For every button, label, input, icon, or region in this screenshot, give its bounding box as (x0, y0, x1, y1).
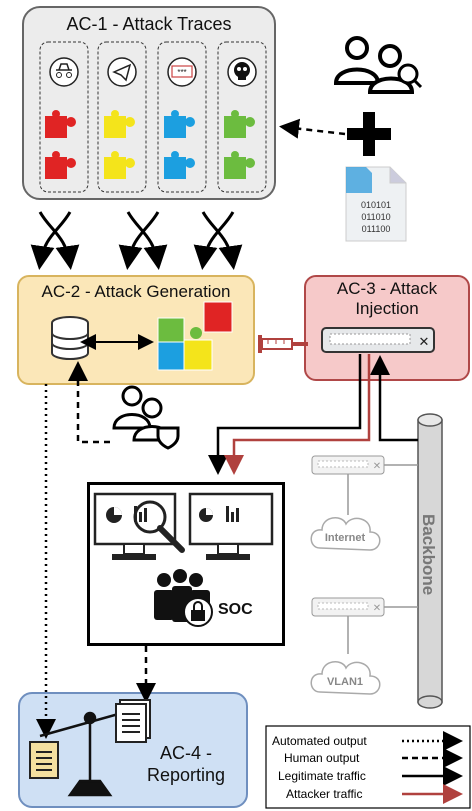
binary-line-2: 011010 (361, 212, 390, 222)
puzzle-blue-2-icon (164, 151, 195, 179)
legend-legitimate-label: Legitimate traffic (278, 769, 366, 783)
analyst-group-icon (112, 385, 180, 450)
ac4-title: AC-4 - Reporting (146, 743, 226, 785)
attacker-group-icon (333, 36, 423, 94)
balance-scale-icon (39, 706, 141, 797)
human-arrow-to-ac2 (68, 361, 110, 444)
internet-switch-icon: ✕ (311, 455, 385, 475)
legend-human-label: Human output (284, 751, 360, 765)
internet-cloud-icon: Internet (310, 517, 381, 551)
puzzle-green-1-icon (224, 110, 255, 138)
attacker-traffic-to-soc (224, 354, 371, 475)
ac3-title: AC-3 - Attack Injection (336, 279, 438, 318)
ac1-column-telegram (97, 41, 147, 193)
puzzle-blue-1-icon (164, 110, 195, 138)
backbone-label: Backbone (419, 514, 438, 595)
document-left-icon (29, 741, 59, 779)
binary-line-3: 011100 (362, 224, 391, 234)
legend-automated-label: Automated output (272, 734, 367, 748)
svg-text:✕: ✕ (373, 461, 381, 472)
lock-icon (183, 597, 213, 627)
human-arrow-to-ac1 (279, 118, 346, 139)
syringe-icon (258, 335, 308, 353)
ac2-title: AC-2 - Attack Generation (41, 282, 231, 301)
soc-label: SOC (218, 601, 253, 618)
svg-text:✕: ✕ (373, 603, 381, 614)
document-right-icon (115, 699, 151, 743)
binary-file-icon: 010101 011010 011100 (345, 166, 407, 242)
crossing-arrows (30, 211, 243, 270)
backbone-pipe: Backbone (417, 413, 443, 709)
ac1-column-password: *** (157, 41, 207, 193)
legit-traffic-backbone-to-switch (370, 355, 418, 442)
magnifier-icon (133, 500, 185, 553)
puzzle-yellow-1-icon (104, 110, 135, 138)
database-icon (51, 316, 89, 360)
puzzle-red-1-icon (45, 110, 76, 138)
ac1-column-skull (217, 41, 267, 193)
password-icon-text: *** (177, 68, 186, 77)
binary-line-1: 010101 (361, 200, 391, 210)
vlan-cloud-icon: VLAN1 (310, 661, 381, 695)
puzzle-red-2-icon (45, 151, 76, 179)
puzzle-assembly-icon (157, 301, 233, 371)
plus-icon (347, 112, 391, 156)
soc-monitor-left-icon (93, 492, 177, 560)
puzzle-green-2-icon (224, 151, 255, 179)
vlan-label: VLAN1 (327, 676, 363, 688)
puzzle-yellow-2-icon (104, 151, 135, 179)
legend-attacker-label: Attacker traffic (286, 787, 362, 801)
svg-text:✕: ✕ (419, 334, 430, 349)
ac3-switch-icon: ✕ (321, 327, 435, 353)
ac1-title: AC-1 - Attack Traces (66, 14, 232, 34)
legit-traffic-to-soc (208, 354, 362, 475)
vlan-switch-icon: ✕ (311, 597, 385, 617)
ac1-column-anonymous (39, 41, 89, 193)
internet-label: Internet (325, 532, 366, 544)
legend: Automated output Human output Legitimate… (265, 725, 471, 809)
soc-monitor-right-icon (188, 492, 274, 560)
puzzle-pieces (45, 110, 255, 179)
